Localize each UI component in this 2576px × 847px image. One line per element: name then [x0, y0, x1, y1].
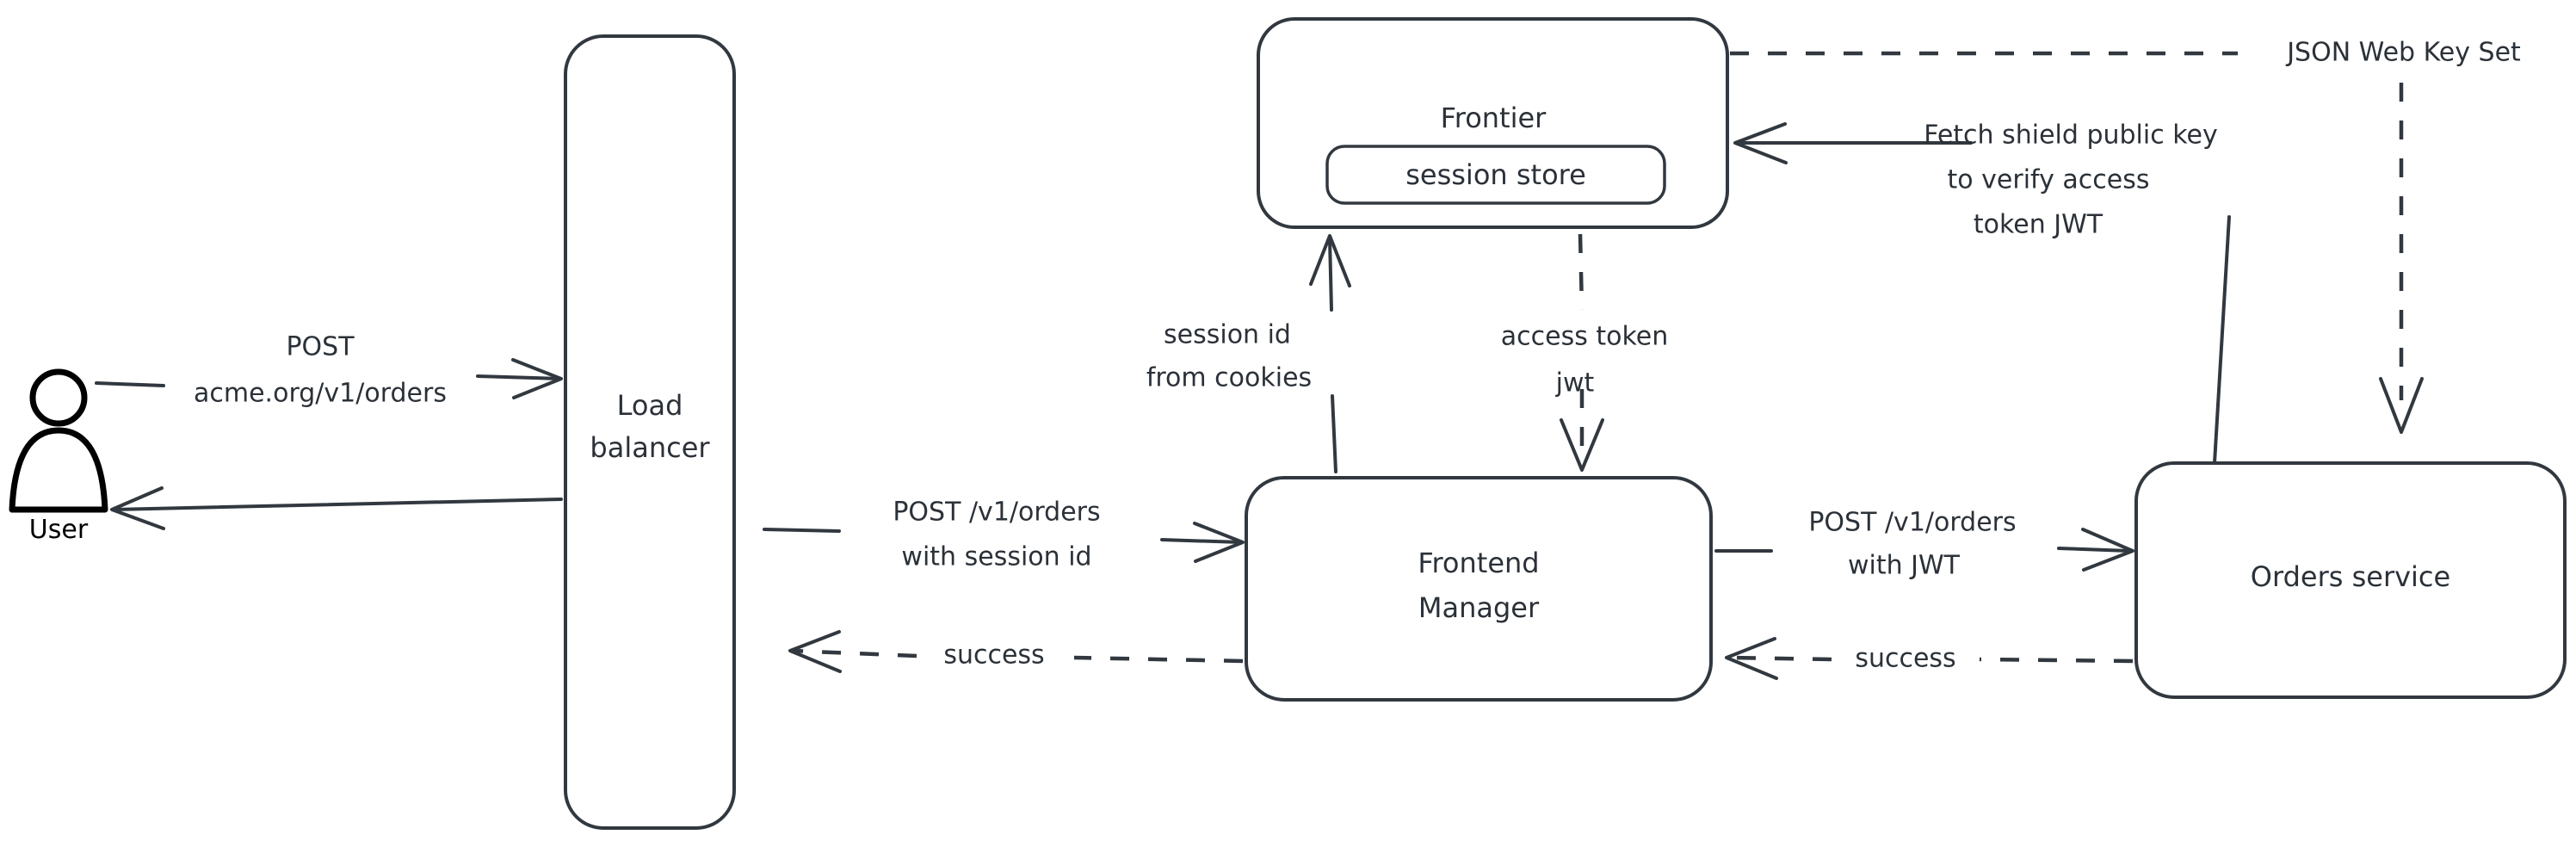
edge-lb-to-fm-label-line1: POST /v1/orders: [893, 498, 1100, 528]
edge-lb-to-user: [110, 486, 563, 530]
user-actor-label: User: [29, 515, 89, 545]
edge-user-to-lb-line-right: [476, 374, 561, 380]
edge-frontier-to-orders-arrowhead: [2379, 377, 2424, 434]
edge-orders-to-fm-arrowhead: [1725, 637, 1778, 680]
edge-fm-to-frontier-line-lower: [1331, 394, 1337, 473]
load-balancer-label-line1: Load: [617, 389, 683, 422]
orders-service-shape[interactable]: [2134, 461, 2567, 699]
load-balancer-label-line2: balancer: [590, 431, 710, 464]
edge-lb-to-fm-arrowhead: [1193, 522, 1245, 563]
orders-service-label: Orders service: [2251, 560, 2450, 593]
edge-user-to-lb-label-line1: POST: [286, 332, 355, 362]
frontend-manager-label-line1: Frontend: [1418, 547, 1539, 579]
edge-fm-to-lb-label: success: [943, 640, 1044, 671]
session-store-shape[interactable]: [1325, 145, 1666, 205]
edge-fm-to-orders-label-line1: POST /v1/orders: [1808, 508, 2016, 538]
edge-orders-to-frontier-label-line3: token JWT: [1974, 210, 2103, 240]
edge-user-to-lb-arrowhead: [511, 358, 563, 399]
user-actor: User: [9, 368, 108, 545]
edge-lb-to-user-arrowhead: [110, 486, 165, 530]
edge-orders-to-fm-line-left: [1729, 655, 1832, 662]
edge-fm-to-lb-line-right: [1073, 655, 1244, 664]
edge-frontier-to-fm-label-line2: jwt: [1555, 368, 1595, 399]
edge-orders-to-frontier: Fetch shield public key to verify access…: [1733, 121, 2231, 465]
edge-orders-to-frontier-label-line2: to verify access: [1948, 165, 2150, 195]
edge-lb-to-fm-label-line2: with session id: [901, 542, 1091, 572]
edge-frontier-to-fm-arrowhead: [1560, 418, 1604, 472]
edge-frontier-to-fm: access token jwt: [1501, 233, 1669, 472]
node-session-store[interactable]: session store: [1325, 145, 1666, 205]
edge-frontier-to-orders: JSON Web Key Set: [1730, 38, 2521, 434]
edge-lb-to-fm: POST /v1/orders with session id: [763, 498, 1245, 572]
edge-fm-to-orders-label-line2: with JWT: [1848, 551, 1961, 581]
edge-frontier-to-fm-label-line1: access token: [1501, 322, 1669, 352]
edge-orders-to-frontier-arrowhead: [1733, 122, 1788, 164]
edge-lb-to-fm-line-right: [1160, 538, 1243, 544]
edge-fm-to-frontier: session id from cookies: [1146, 234, 1351, 473]
frontend-manager-shape[interactable]: [1245, 476, 1713, 702]
edge-orders-to-fm-line-right: [1979, 657, 2134, 664]
edge-fm-to-orders: POST /v1/orders with JWT: [1714, 508, 2134, 581]
frontier-label: Frontier: [1441, 102, 1547, 134]
load-balancer-shape[interactable]: [564, 34, 736, 830]
edge-orders-to-fm: success: [1725, 637, 2134, 680]
node-frontier[interactable]: Frontier session store: [1257, 17, 1729, 229]
edge-orders-to-frontier-curve: [2213, 215, 2231, 465]
person-icon-body: [9, 427, 108, 513]
edge-fm-to-orders-arrowhead: [2081, 528, 2134, 572]
edge-fm-to-frontier-arrowhead: [1309, 234, 1351, 287]
session-store-label: session store: [1405, 158, 1586, 191]
edge-user-to-lb-line-left: [95, 381, 165, 387]
edge-fm-to-frontier-label-line2: from cookies: [1146, 363, 1312, 393]
node-load-balancer[interactable]: Load balancer: [564, 34, 736, 830]
edge-fm-to-orders-line-right: [2057, 547, 2131, 553]
edge-user-to-lb-label-line2: acme.org/v1/orders: [194, 379, 447, 409]
edge-fm-to-lb: success: [788, 630, 1244, 673]
frontend-manager-label-line2: Manager: [1418, 591, 1540, 624]
edge-lb-to-fm-line-left: [763, 528, 841, 533]
edge-user-to-lb: POST acme.org/v1/orders: [95, 332, 563, 409]
edge-fm-to-frontier-label-line1: session id: [1164, 320, 1291, 350]
node-frontend-manager[interactable]: Frontend Manager: [1245, 476, 1713, 702]
edge-fm-to-frontier-line-upper: [1328, 238, 1333, 312]
edge-lb-to-user-line: [112, 498, 563, 511]
edge-orders-to-fm-label: success: [1855, 644, 1955, 674]
edge-fm-to-lb-line-left: [791, 648, 917, 658]
edge-frontier-to-orders-label: JSON Web Key Set: [2285, 38, 2521, 68]
person-icon-head: [29, 368, 88, 427]
edge-frontier-to-fm-line-upper: [1578, 233, 1585, 311]
edge-orders-to-frontier-label-line1: Fetch shield public key: [1924, 121, 2218, 151]
edge-fm-to-lb-arrowhead: [788, 630, 842, 673]
node-orders-service[interactable]: Orders service: [2134, 461, 2567, 699]
